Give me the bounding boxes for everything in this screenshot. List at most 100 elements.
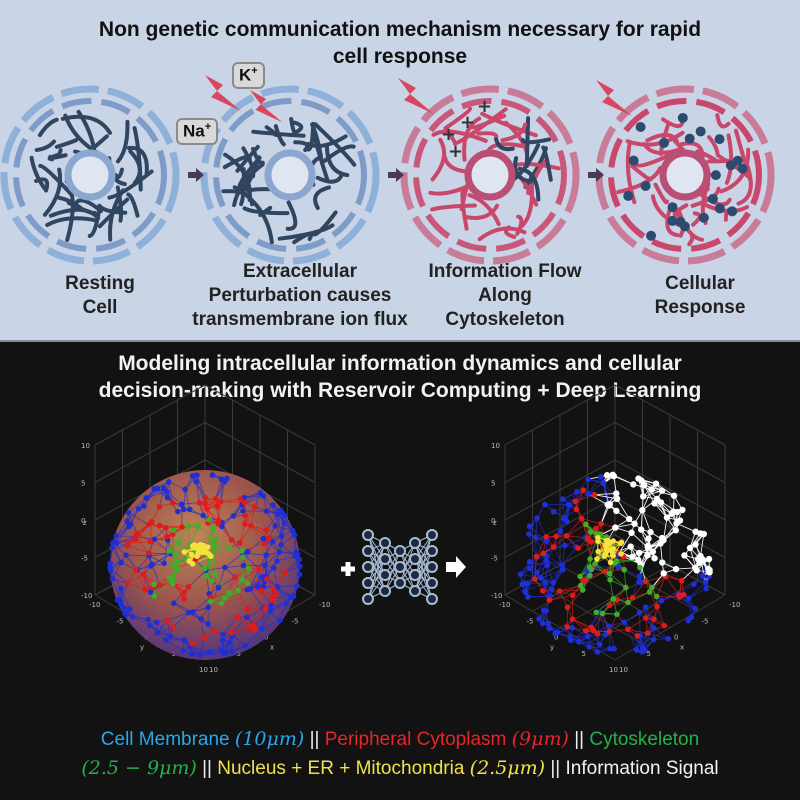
network-node-yellow	[194, 553, 200, 559]
grid-line	[94, 384, 206, 446]
z-tick-label: 5	[81, 480, 85, 488]
response-particle	[714, 203, 725, 214]
cytoskeleton-filament	[293, 140, 310, 152]
network-node-green	[226, 590, 232, 596]
network-node-red	[146, 550, 152, 556]
network-edge	[618, 566, 640, 577]
nn-neuron	[362, 529, 374, 541]
network-node-blue	[262, 562, 268, 569]
network-node-blue	[242, 643, 249, 649]
network-edge	[645, 576, 666, 582]
x-tick-label: 10	[619, 666, 628, 674]
x-tick-label: 0	[674, 634, 678, 642]
cytoskeleton-filament	[56, 195, 83, 210]
network-node-red	[678, 577, 685, 584]
network-node-green	[175, 558, 181, 565]
network-edge	[218, 576, 236, 589]
network-node-white	[640, 481, 648, 489]
network-node-red	[681, 591, 687, 598]
network-node-blue	[650, 625, 657, 631]
network-node-red	[564, 624, 571, 630]
network-node-blue	[543, 538, 550, 545]
network-node-white	[613, 495, 621, 503]
y-tick-label: -5	[527, 617, 534, 625]
network-node-green	[170, 562, 176, 568]
network-node-green	[621, 566, 628, 573]
network-edge	[647, 632, 669, 640]
network-node-blue	[291, 532, 298, 538]
network-edge	[196, 474, 206, 498]
lightning-bolt-icon	[205, 75, 241, 111]
network-edge	[528, 533, 537, 557]
network-node-blue	[141, 503, 147, 509]
network-node-red	[228, 537, 235, 543]
network-node-red	[261, 540, 268, 547]
network-node-blue	[167, 633, 173, 640]
network-edge	[280, 534, 295, 546]
network-edge	[128, 512, 149, 526]
network-edge	[589, 541, 592, 559]
network-node-red	[575, 545, 581, 551]
network-node-blue	[181, 637, 188, 643]
network-edge	[148, 552, 172, 555]
network-node-blue	[557, 528, 564, 535]
cytoskeleton-filament	[467, 193, 501, 226]
network-node-green	[195, 523, 201, 530]
network-edge	[112, 562, 122, 580]
network-node-yellow	[607, 559, 614, 566]
network-node-blue	[567, 637, 574, 644]
network-edge	[135, 536, 155, 540]
network-node-yellow	[618, 539, 625, 546]
network-node-blue	[207, 649, 213, 655]
network-node-white	[672, 527, 679, 534]
cytoskeleton-filament	[430, 203, 477, 212]
network-node-blue	[190, 608, 196, 615]
network-node-green	[244, 580, 251, 587]
network-node-red	[569, 592, 576, 599]
network-edge	[177, 526, 189, 543]
network-node-blue	[126, 606, 133, 613]
network-node-white	[628, 529, 635, 536]
network-node-blue	[605, 623, 612, 629]
top-title-line-1: Non genetic communication mechanism nece…	[98, 18, 702, 41]
network-edge	[566, 505, 570, 523]
network-node-red	[572, 498, 579, 505]
network-edge	[231, 626, 251, 634]
network-node-white	[697, 530, 704, 537]
cytoskeleton-filament	[442, 154, 469, 174]
network-node-blue	[151, 486, 157, 492]
network-node-white	[660, 570, 667, 577]
network-node-red	[553, 533, 559, 540]
network-edge	[151, 506, 160, 522]
response-particle	[640, 180, 651, 191]
network-node-blue	[559, 496, 566, 502]
network-node-red	[189, 641, 195, 647]
network-node-blue	[294, 583, 300, 589]
cytoskeleton-filament	[541, 145, 553, 182]
network-edge	[250, 506, 256, 526]
cytoskeleton-filament	[55, 148, 63, 158]
network-node-red	[164, 617, 170, 624]
network-node-blue	[113, 533, 120, 539]
network-edge	[279, 603, 288, 621]
network-node-red	[588, 539, 595, 545]
network-node-blue	[257, 490, 264, 496]
network-node-blue	[560, 567, 566, 573]
network-node-blue	[566, 502, 573, 508]
network-edge	[181, 502, 200, 505]
cytoskeleton-filament	[132, 126, 143, 192]
cytoskeleton-filament	[285, 200, 298, 231]
network-node-red	[204, 505, 210, 512]
cytoskeleton-filament	[310, 122, 324, 161]
network-node-green	[210, 525, 217, 532]
legend-membrane: Cell Membrane (10μm)	[100, 728, 305, 750]
x-tick-label: -10	[729, 601, 740, 609]
network-edge	[150, 541, 170, 552]
network-node-blue	[276, 549, 283, 555]
y-tick-label: -10	[89, 601, 100, 609]
network-edge	[224, 552, 244, 568]
network-node-blue	[189, 650, 195, 657]
x-tick-label: 5	[647, 650, 651, 658]
network-node-green	[240, 554, 247, 561]
